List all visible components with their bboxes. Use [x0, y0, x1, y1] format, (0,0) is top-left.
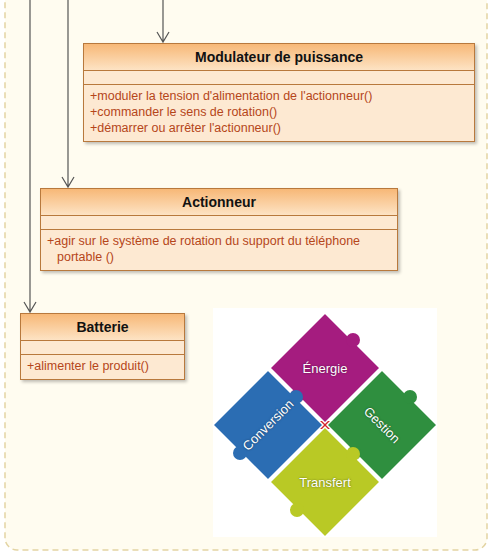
- operation: +commander le sens de rotation(): [90, 104, 468, 120]
- dependency-arrow: [157, 0, 169, 42]
- logo-ground: [213, 308, 437, 537]
- class-name: Modulateur de puissance: [84, 44, 474, 71]
- package-panel: [5, 0, 487, 550]
- operation: +démarrer ou arrêter l'actionneur(): [90, 120, 468, 136]
- operation: +moduler la tension d'alimentation de l'…: [90, 88, 468, 104]
- attribute-compartment: [21, 341, 184, 355]
- attribute-compartment: [41, 216, 397, 230]
- dependency-arrow: [24, 0, 36, 312]
- operation: +alimenter le produit(): [27, 358, 178, 374]
- class-box: Batterie +alimenter le produit(): [20, 313, 185, 380]
- piece-label: Énergie: [303, 361, 348, 376]
- puzzle-tab: [347, 446, 361, 460]
- operation: +agir sur le système de rotation du supp…: [47, 233, 391, 265]
- operation-compartment: +agir sur le système de rotation du supp…: [41, 230, 397, 270]
- class-box: Modulateur de puissance +moduler la tensi…: [83, 43, 475, 142]
- puzzle-tab: [290, 503, 304, 517]
- puzzle-tab: [346, 447, 360, 461]
- piece-label: Transfert: [299, 475, 351, 490]
- class-name: Actionneur: [41, 189, 397, 216]
- piece-shape: [270, 427, 380, 537]
- puzzle-tab: [346, 333, 360, 347]
- puzzle-piece: Transfert: [269, 426, 381, 538]
- dependency-arrow: [62, 0, 74, 187]
- puzzle-tab: [290, 389, 304, 403]
- attribute-compartment: [84, 71, 474, 85]
- operation-compartment: +moduler la tension d'alimentation de l'…: [84, 85, 474, 141]
- puzzle-tab: [403, 390, 417, 404]
- class-name: Batterie: [21, 314, 184, 341]
- class-box: Actionneur +agir sur le système de rotati…: [40, 188, 398, 271]
- operation-compartment: +alimenter le produit(): [21, 355, 184, 379]
